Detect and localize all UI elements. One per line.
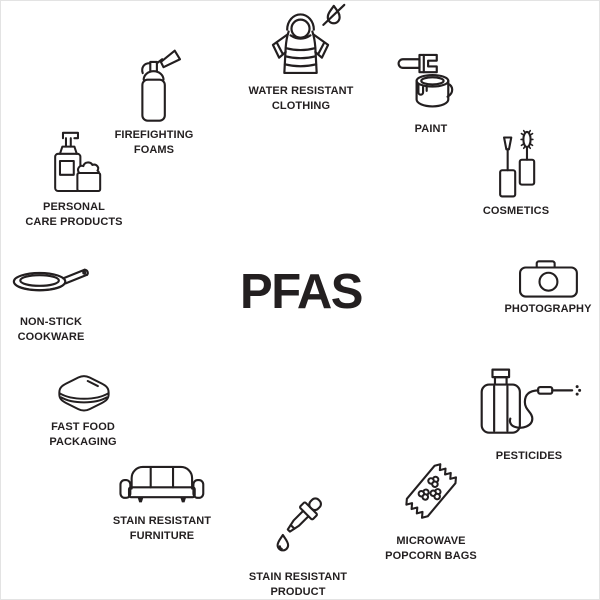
source-non-stick-cookware: NON-STICK COOKWARE [7,263,95,344]
camera-icon [518,260,578,298]
source-paint: PAINT [395,47,467,137]
puffer-jacket-no-water-icon [272,3,346,75]
source-cosmetics: COSMETICS [483,129,549,219]
source-label: PERSONAL CARE PRODUCTS [25,201,123,228]
paint-can-brush-icon [397,53,454,108]
popcorn-bag-icon [405,463,457,519]
source-fast-food-packaging: FAST FOOD PACKAGING [49,369,117,449]
source-label: PAINT [414,123,448,135]
source-water-resistant-clothing: WATER RESISTANT CLOTHING [249,3,354,113]
source-pesticides: PESTICIDES [475,363,583,464]
pesticide-sprayer-icon [480,368,582,434]
source-stain-resistant-product: STAIN RESISTANT PRODUCT [249,491,347,599]
takeout-box-icon [57,375,110,412]
pump-bottle-cream-jar-icon [53,131,101,193]
diagram-title: PFAS [240,265,363,319]
source-label: STAIN RESISTANT PRODUCT [248,571,348,598]
source-label: PHOTOGRAPHY [504,303,592,315]
sofa-icon [119,465,205,503]
source-label: COSMETICS [482,205,550,217]
source-label: PESTICIDES [495,450,563,462]
frying-pan-icon [12,268,89,292]
fire-extinguisher-icon [141,49,182,122]
source-label: WATER RESISTANT CLOTHING [248,85,354,112]
source-photography: PHOTOGRAPHY [504,257,591,317]
source-stain-resistant-furniture: STAIN RESISTANT FURNITURE [113,461,211,543]
source-label: STAIN RESISTANT FURNITURE [112,515,212,542]
source-microwave-popcorn-bags: MICROWAVE POPCORN BAGS [385,451,477,563]
source-personal-care-products: PERSONAL CARE PRODUCTS [25,125,123,229]
dropper-drop-icon [276,497,323,552]
source-label: FAST FOOD PACKAGING [49,421,117,448]
mascara-lipgloss-icon [499,129,536,198]
source-label: MICROWAVE POPCORN BAGS [385,535,477,562]
source-label: NON-STICK COOKWARE [17,316,85,343]
source-label: FIREFIGHTING FOAMS [114,129,194,156]
source-firefighting-foams: FIREFIGHTING FOAMS [115,45,194,157]
